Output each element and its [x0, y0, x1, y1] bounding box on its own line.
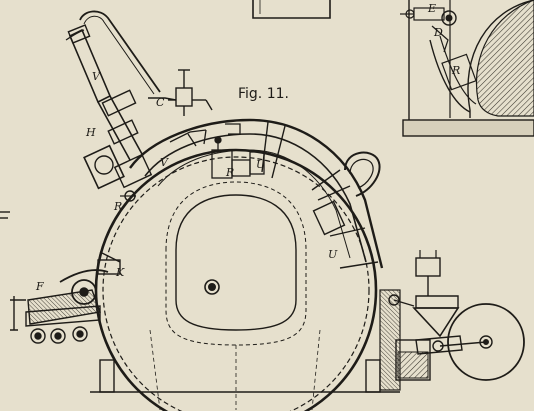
right-drive-mechanism — [388, 250, 525, 381]
main-drum — [94, 148, 378, 411]
label-v-mid: V — [160, 156, 169, 169]
top-fittings — [169, 123, 265, 179]
label-e: E — [427, 2, 436, 15]
top-frame-box — [252, 0, 331, 19]
left-feed-mechanism — [10, 251, 121, 344]
label-r-left: R — [113, 200, 122, 213]
label-f-left: F — [35, 280, 44, 293]
label-c: C — [156, 96, 165, 109]
base-frame — [90, 289, 431, 393]
label-v-upper: V — [92, 70, 101, 83]
outer-casing — [129, 118, 384, 269]
label-u-top: U — [256, 158, 266, 171]
valve-c — [168, 69, 213, 116]
inset-drum-section — [400, 0, 534, 137]
label-h: H — [85, 126, 96, 139]
label-r-inset: R — [451, 64, 460, 77]
figure-label: Fig. 11. — [238, 86, 289, 102]
left-edge-marks — [0, 211, 10, 219]
label-d: D — [433, 26, 443, 39]
inlet-tower — [65, 10, 177, 202]
label-r-mid: R — [225, 166, 234, 179]
label-k: K — [115, 266, 125, 279]
label-u-right: U — [328, 248, 338, 261]
lifting-handle — [344, 151, 381, 197]
